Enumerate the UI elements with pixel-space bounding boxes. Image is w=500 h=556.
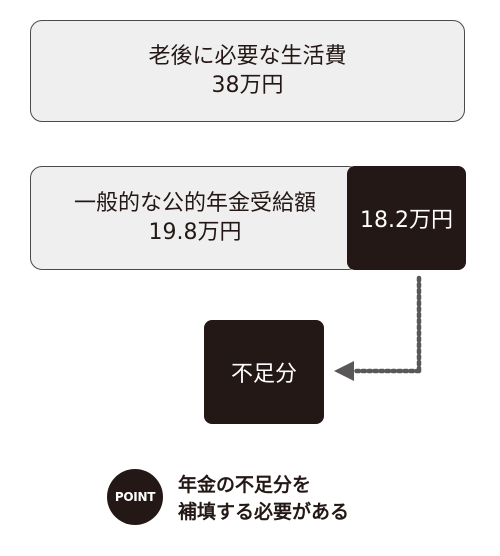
point-badge: POINT (107, 469, 163, 525)
shortfall-label: 不足分 (230, 362, 297, 387)
pension-amount: 19.8万円 (148, 220, 242, 245)
point-message: 年金の不足分を 補填する必要がある (178, 472, 349, 526)
point-message-line-2: 補填する必要がある (178, 501, 350, 523)
pension-box: 一般的な公的年金受給額 19.8万円 (30, 166, 360, 270)
point-badge-label: POINT (114, 490, 156, 504)
living-cost-label: 老後に必要な生活費 (148, 44, 347, 69)
gap-box: 18.2万円 (347, 166, 466, 270)
shortfall-box: 不足分 (204, 320, 324, 424)
pension-label: 一般的な公的年金受給額 (73, 191, 316, 216)
gap-amount: 18.2万円 (360, 208, 453, 233)
point-message-line-1: 年金の不足分を (178, 474, 312, 496)
living-cost-amount: 38万円 (211, 73, 284, 98)
living-cost-box: 老後に必要な生活費 38万円 (30, 20, 465, 122)
